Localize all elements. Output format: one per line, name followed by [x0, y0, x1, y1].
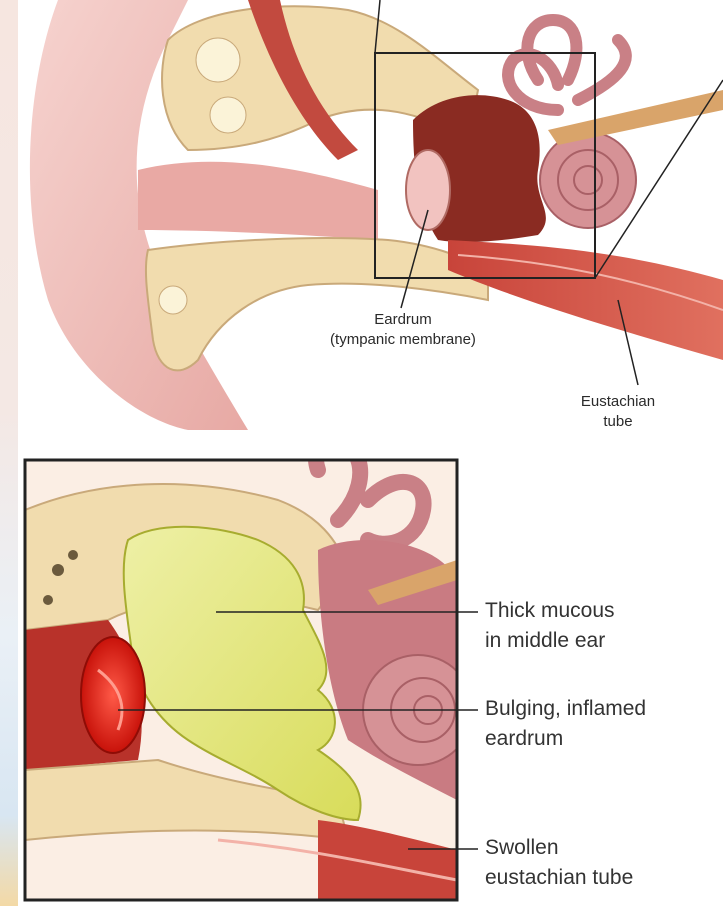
ear-anatomy-panel: Eardrum (tympanic membrane) Eustachian t… [18, 0, 723, 440]
eardrum-label-line2: (tympanic membrane) [318, 330, 488, 350]
left-edge-strip [0, 0, 18, 906]
swollen-tube-label: Swollen eustachian tube [485, 833, 633, 893]
mucous-label: Thick mucous in middle ear [485, 596, 615, 656]
swollen-tube-label-line2: eustachian tube [485, 863, 633, 893]
inflamed-eardrum-label-line1: Bulging, inflamed [485, 694, 646, 724]
tympanic-membrane [406, 150, 450, 230]
eardrum-label: Eardrum (tympanic membrane) [318, 310, 488, 350]
eustachian-label-line2: tube [563, 412, 673, 432]
mucous-label-line2: in middle ear [485, 626, 615, 656]
cochlea [540, 132, 636, 228]
infected-middle-ear-panel: Thick mucous in middle ear Bulging, infl… [18, 440, 723, 906]
ear-canal [138, 162, 378, 240]
inflamed-eardrum [81, 637, 145, 753]
inflamed-eardrum-label-line2: eardrum [485, 724, 646, 754]
eustachian-label-line1: Eustachian [563, 392, 673, 412]
ear-anatomy-illustration [18, 0, 723, 440]
eustachian-tube-label: Eustachian tube [563, 392, 673, 432]
lower-bone [146, 238, 488, 370]
semicircular-canals [508, 20, 626, 110]
inflamed-eardrum-label: Bulging, inflamed eardrum [485, 694, 646, 754]
swollen-tube-label-line1: Swollen [485, 833, 633, 863]
eardrum-label-line1: Eardrum [318, 310, 488, 330]
mucous-label-line1: Thick mucous [485, 596, 615, 626]
